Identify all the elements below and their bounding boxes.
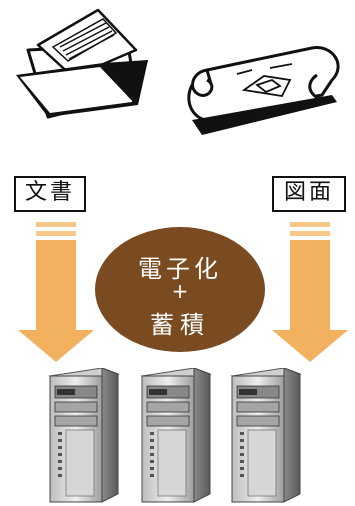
server-row [49, 368, 301, 503]
left-down-arrow [18, 222, 94, 362]
center-text-digitize: 電子化 [138, 255, 222, 283]
documents-label: 文書 [14, 176, 86, 212]
server-icon [141, 368, 211, 503]
center-text-plus: + [171, 279, 189, 303]
right-down-arrow [272, 222, 348, 362]
server-icon [231, 368, 301, 503]
blueprint-scroll-icon [187, 46, 340, 135]
server-icon [49, 368, 119, 503]
document-folder-icon [16, 8, 148, 119]
center-text-store: 蓄積 [150, 311, 210, 339]
digitize-and-store-ellipse: 電子化 + 蓄積 [95, 227, 265, 352]
drawings-label: 図面 [272, 176, 346, 212]
